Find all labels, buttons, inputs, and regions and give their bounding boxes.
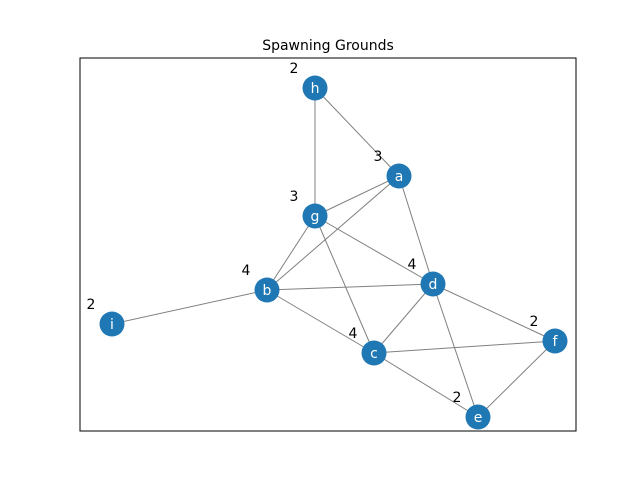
edge-d-f [432, 283, 556, 342]
edge-a-g [314, 175, 400, 217]
node-label-f: f [553, 334, 559, 350]
node-label-b: b [263, 283, 272, 299]
edge-c-f [373, 340, 556, 354]
node-a [386, 163, 412, 189]
node-label-e: e [474, 410, 483, 426]
edge-b-d [266, 283, 434, 291]
edge-g-b [266, 215, 316, 291]
degree-label-g: 3 [290, 189, 299, 205]
edge-d-c [373, 283, 434, 354]
node-label-g: g [311, 209, 320, 225]
degree-label-c: 4 [349, 326, 358, 342]
node-d [420, 271, 446, 297]
node-c [361, 340, 387, 366]
degree-label-f: 2 [530, 314, 539, 330]
nodes-layer: a b c d e f g h i [99, 75, 568, 430]
edge-b-c [266, 289, 375, 354]
node-label-a: a [395, 169, 404, 185]
degree-label-e: 2 [453, 390, 462, 406]
edge-g-d [314, 215, 434, 285]
node-b [254, 277, 280, 303]
node-e [465, 404, 491, 430]
degree-label-d: 4 [408, 257, 417, 273]
degree-label-b: 4 [242, 263, 251, 279]
edge-g-c [314, 215, 375, 354]
plot-frame [79, 57, 577, 432]
node-label-c: c [370, 346, 378, 362]
degree-label-a: 3 [374, 149, 383, 165]
node-label-d: d [429, 277, 438, 293]
edge-a-b [266, 175, 400, 291]
degree-labels-layer: 3 4 4 4 2 2 3 2 2 [87, 61, 539, 406]
edges-layer [111, 87, 556, 418]
edge-b-i [111, 289, 268, 325]
degree-label-h: 2 [290, 61, 299, 77]
edge-a-d [398, 175, 434, 285]
edge-h-a [314, 87, 400, 177]
node-f [542, 328, 568, 354]
node-label-i: i [110, 317, 114, 333]
edge-c-e [373, 352, 479, 418]
figure-title: Spawning Grounds [262, 38, 394, 54]
degree-label-i: 2 [87, 297, 96, 313]
node-i [99, 311, 125, 337]
node-g [302, 203, 328, 229]
node-label-h: h [311, 81, 320, 97]
edge-d-e [432, 283, 479, 418]
edge-e-f [477, 340, 556, 418]
node-h [302, 75, 328, 101]
